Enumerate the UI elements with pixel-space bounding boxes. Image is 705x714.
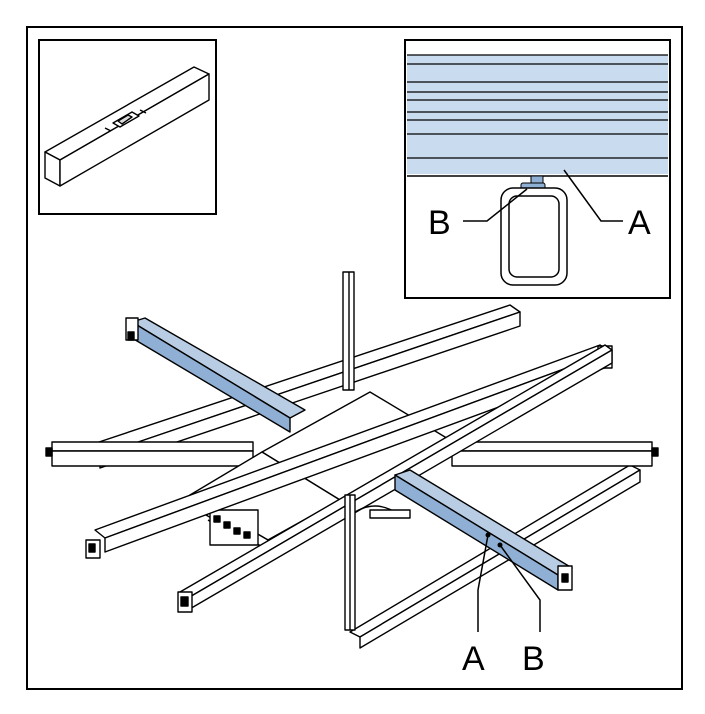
- inset-spirit-level: [38, 39, 217, 215]
- rail-left-horizontal: [45, 441, 254, 467]
- vertical-post: [342, 271, 355, 391]
- frame-assembly: [45, 271, 659, 649]
- crossbar-lower-right: [394, 469, 573, 591]
- inset-label-a: A: [628, 204, 651, 242]
- marker-a-main: [485, 532, 491, 538]
- rail-right-horizontal: [451, 441, 659, 467]
- rail-center-upper: [94, 344, 613, 553]
- main-label-a: A: [462, 640, 485, 678]
- latch: [354, 505, 411, 519]
- clip-b: [500, 175, 568, 286]
- inset-label-b: B: [428, 204, 451, 242]
- vertical-post-lower: [344, 494, 356, 631]
- main-label-b: B: [522, 640, 545, 678]
- foot-lower-left: [85, 539, 101, 559]
- leader-b-main: [499, 544, 541, 632]
- leader-a-main: [477, 534, 489, 632]
- marker-b-main: [497, 542, 503, 548]
- rail-profile-a: [407, 55, 668, 174]
- inset-detail: B A: [404, 39, 671, 299]
- leader-b-inset: [463, 188, 528, 222]
- leader-a-inset: [563, 169, 623, 222]
- spirit-level-icon: [44, 66, 210, 187]
- crossbar-upper-left: [125, 317, 306, 433]
